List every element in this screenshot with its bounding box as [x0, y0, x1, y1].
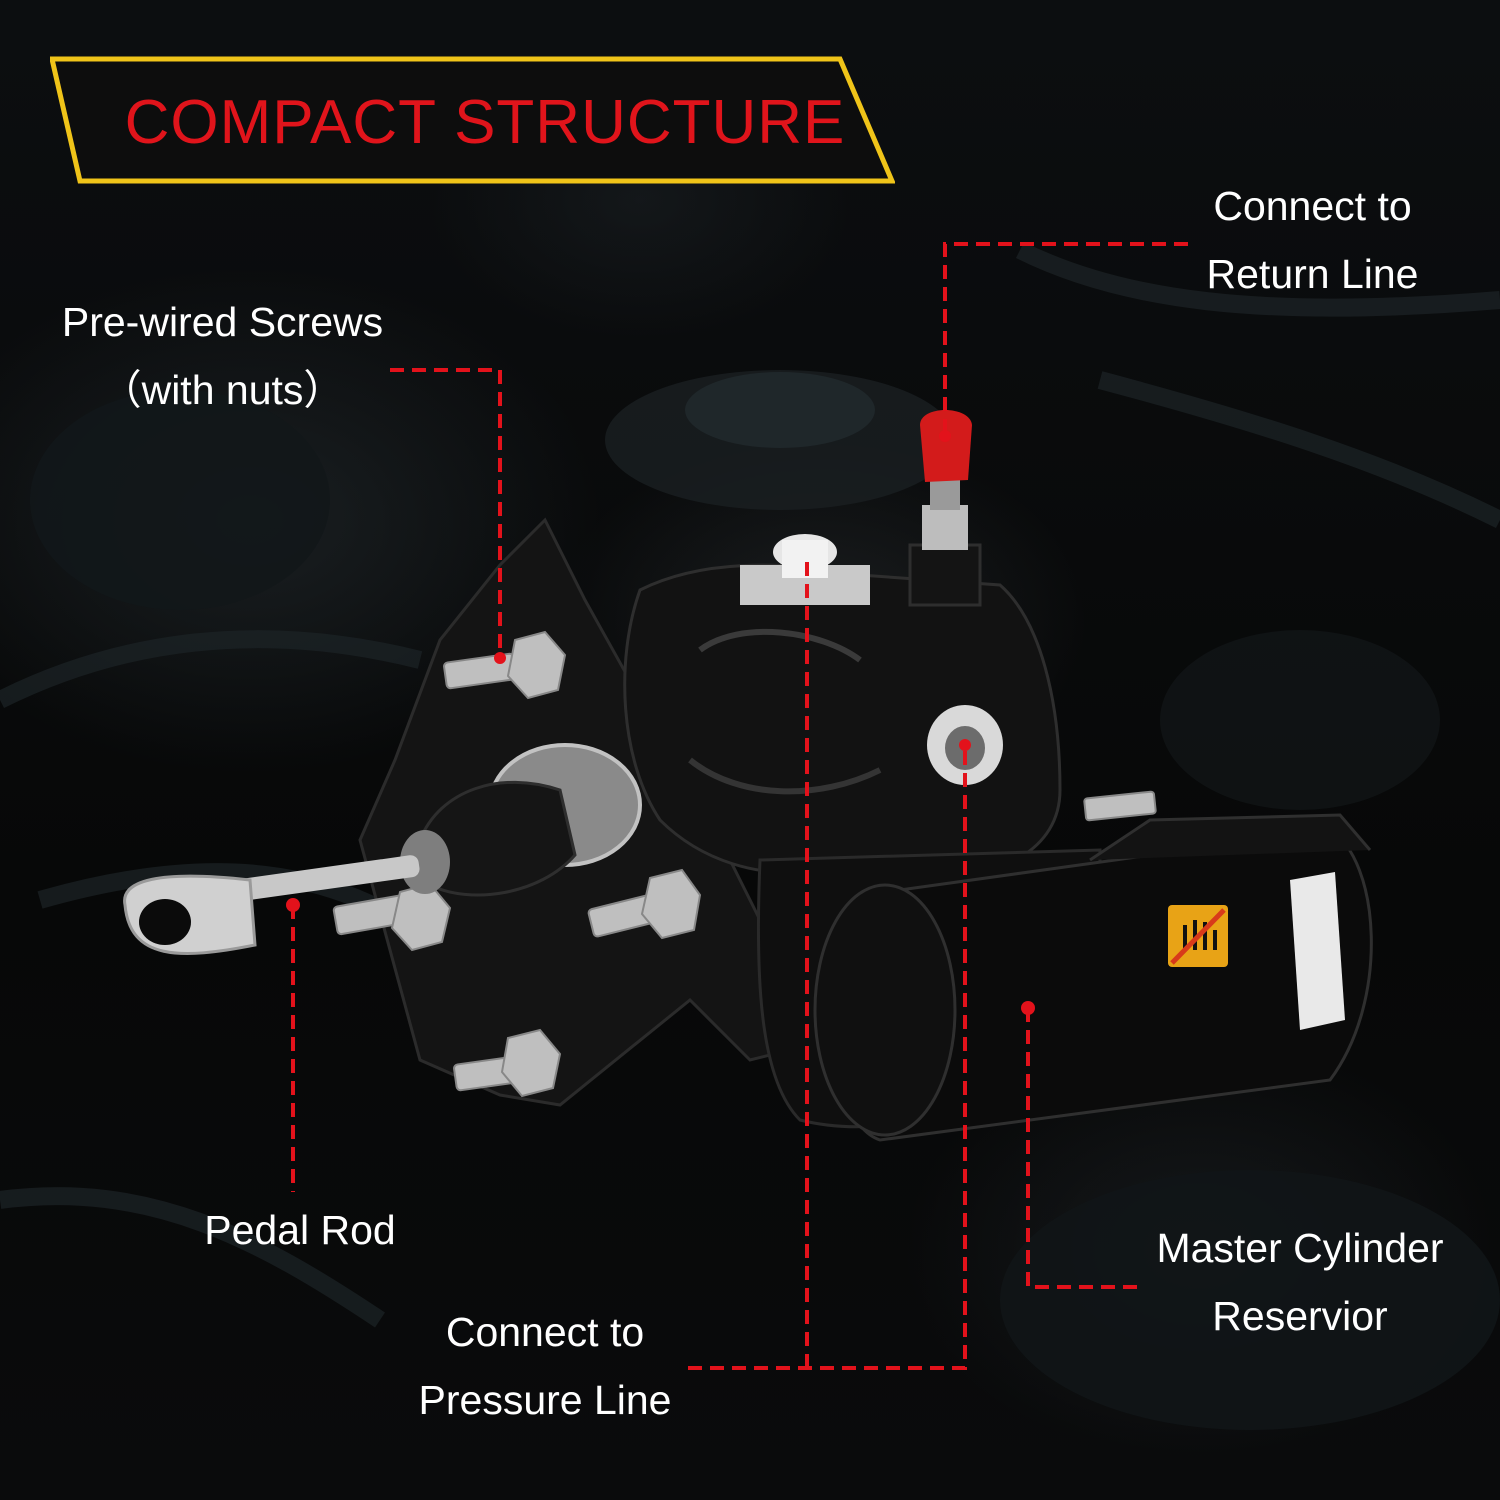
reservoir-label-line1: Master Cylinder	[1156, 1225, 1444, 1271]
banner-frame	[50, 56, 895, 184]
screws-leader	[390, 368, 502, 655]
title-banner: COMPACT STRUCTURE	[50, 55, 895, 185]
banner-title: COMPACT STRUCTURE	[124, 88, 846, 157]
pressure-line-dot	[959, 739, 971, 751]
return-line-label-line2: Return Line	[1206, 251, 1419, 297]
reservoir-leader	[1026, 1008, 1145, 1289]
reservoir-dot	[1021, 1001, 1035, 1015]
pressure-line-label: Connect to Pressure Line	[395, 1298, 695, 1434]
screws-label: Pre-wired Screws （with nuts）	[30, 288, 415, 424]
do-not-touch-icon	[1168, 905, 1228, 967]
pressure-line-leader	[688, 745, 967, 1370]
red-cap	[920, 410, 972, 482]
return-line-leader	[943, 242, 1188, 432]
reservoir-label: Master Cylinder Reservior	[1125, 1214, 1475, 1350]
reservoir-label-line2: Reservior	[1212, 1293, 1388, 1339]
pressure-line-label-line1: Connect to	[445, 1309, 645, 1355]
return-line-dot	[939, 430, 951, 442]
pressure-line-label-line2: Pressure Line	[418, 1377, 672, 1423]
pedal-rod-dot	[286, 898, 300, 912]
screws-dot	[494, 652, 506, 664]
boot	[418, 780, 577, 897]
warning-label	[1290, 872, 1345, 1030]
return-line-label-line1: Connect to	[1213, 183, 1412, 229]
screws-label-line1: Pre-wired Screws	[61, 299, 384, 345]
return-line-label: Connect to Return Line	[1180, 172, 1445, 308]
pedal-rod-label-line1: Pedal Rod	[204, 1207, 396, 1253]
pedal-rod-part	[123, 855, 420, 956]
screws-label-line2: （with nuts）	[100, 367, 345, 413]
pedal-rod-label: Pedal Rod	[180, 1196, 420, 1264]
